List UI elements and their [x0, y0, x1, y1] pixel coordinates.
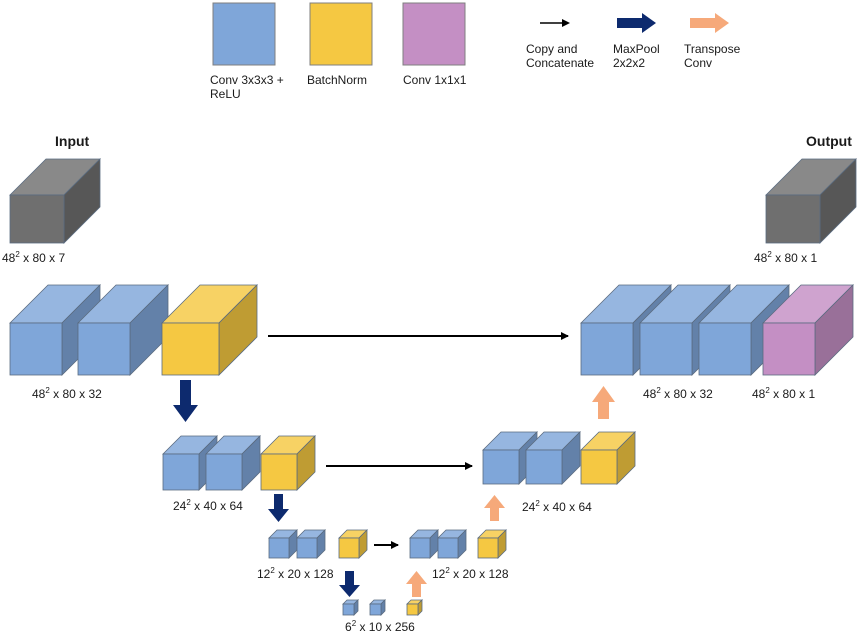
input-volume — [9, 158, 101, 244]
dim-label-enc1: 482 x 80 x 32 — [32, 386, 102, 401]
output-title: Output — [806, 133, 852, 149]
dim-label-dec2: 242 x 40 x 64 — [522, 499, 592, 514]
bottleneck-batchnorm-block — [406, 599, 423, 616]
transpose-arrows — [406, 386, 615, 597]
maxpool-arrow-level2 — [268, 494, 289, 522]
legend-label-maxpool-line1: MaxPool — [613, 42, 660, 56]
dim-label-dec1: 482 x 80 x 32 — [643, 386, 713, 401]
legend-label-copy-line2: Concatenate — [526, 56, 594, 70]
dec3-batchnorm-block — [477, 529, 507, 559]
enc3-conv-block-1 — [268, 529, 298, 559]
legend-label-conv-relu-line2: ReLU — [210, 87, 241, 101]
dimension-labels: 482 x 80 x 7 482 x 80 x 1 482 x 80 x 32 … — [2, 250, 817, 634]
legend-label-batchnorm: BatchNorm — [307, 73, 367, 87]
legend-label-maxpool-line2: 2x2x2 — [613, 56, 645, 70]
dim-label-enc2: 242 x 40 x 64 — [173, 498, 243, 513]
output-volume — [765, 158, 857, 244]
legend-label-transpose-line1: Transpose — [684, 42, 741, 56]
enc1-batchnorm-block — [161, 284, 258, 376]
transpose-arrow-level3 — [406, 571, 427, 597]
transpose-arrow-icon — [690, 13, 729, 33]
maxpool-arrow-icon — [617, 13, 656, 33]
copy-arrow-icon — [540, 19, 570, 27]
legend-label-conv1x1: Conv 1x1x1 — [403, 73, 467, 87]
dec2-conv-block-1 — [482, 431, 538, 485]
bottleneck-conv-block-1 — [342, 599, 359, 616]
enc2-batchnorm-block — [260, 435, 316, 491]
bottleneck-conv-block-2 — [369, 599, 386, 616]
maxpool-arrows — [173, 380, 360, 597]
transpose-arrow-level1 — [592, 386, 615, 419]
layer-blocks — [9, 158, 857, 616]
dim-label-output: 482 x 80 x 1 — [754, 250, 817, 265]
legend-swatch-conv-relu — [212, 2, 276, 66]
dec2-conv-block-2 — [525, 431, 581, 485]
dim-label-final: 482 x 80 x 1 — [752, 386, 815, 401]
dim-label-input: 482 x 80 x 7 — [2, 250, 65, 265]
enc3-conv-block-2 — [296, 529, 326, 559]
final-conv1x1-block — [762, 284, 854, 376]
legend-label-conv-relu-line1: Conv 3x3x3 + — [210, 73, 284, 87]
enc1-conv-block-2 — [77, 284, 169, 376]
legend-label-transpose-line2: Conv — [684, 56, 712, 70]
dim-label-dec3: 122 x 20 x 128 — [432, 566, 509, 581]
dec3-conv-block-2 — [437, 529, 467, 559]
enc2-conv-block-2 — [205, 435, 261, 491]
legend-label-copy-line1: Copy and — [526, 42, 577, 56]
legend-swatch-conv1x1 — [402, 2, 466, 66]
legend-swatch-batchnorm — [309, 2, 373, 66]
skip-connections — [268, 332, 569, 549]
dec2-batchnorm-block — [580, 431, 636, 485]
dec3-conv-block-1 — [409, 529, 439, 559]
enc3-batchnorm-block — [338, 529, 368, 559]
dim-label-enc3: 122 x 20 x 128 — [257, 566, 334, 581]
maxpool-arrow-level1 — [173, 380, 198, 422]
transpose-arrow-level2 — [484, 495, 505, 521]
dim-label-bottom: 62 x 10 x 256 — [345, 619, 415, 634]
input-title: Input — [55, 133, 90, 149]
maxpool-arrow-level3 — [339, 571, 360, 597]
legend: Conv 3x3x3 + ReLU BatchNorm Conv 1x1x1 C… — [210, 2, 741, 101]
